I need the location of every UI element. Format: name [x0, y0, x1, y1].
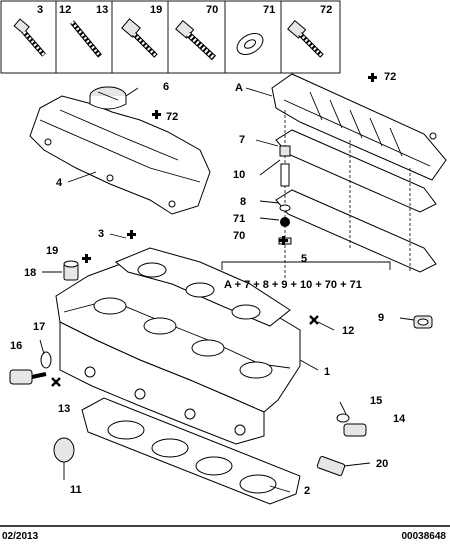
label-15: 15 — [370, 395, 382, 407]
header-label-12: 12 — [59, 4, 71, 16]
label-71: 71 — [233, 213, 245, 225]
bolt-icon-70 — [175, 19, 217, 61]
label-10: 10 — [233, 169, 245, 181]
valve-cover-4 — [29, 95, 211, 215]
plug-16 — [9, 369, 47, 385]
bolt-icon-19 — [121, 18, 158, 58]
label-7: 7 — [239, 134, 245, 146]
label-17: 17 — [33, 321, 45, 333]
plug-14 — [343, 423, 367, 437]
seal-17 — [40, 351, 52, 369]
gasket-8 — [275, 189, 437, 273]
footer-date: 02/2013 — [2, 531, 39, 542]
label-8: 8 — [240, 196, 246, 208]
header-label-3: 3 — [37, 4, 43, 16]
sensor-20 — [316, 455, 346, 477]
header-label-70: 70 — [206, 4, 218, 16]
oil-filler-cap-6 — [89, 86, 127, 110]
label-5: 5 — [301, 253, 307, 265]
plug-11 — [53, 437, 75, 463]
leader-lines — [39, 87, 415, 493]
label-20: 20 — [376, 458, 388, 470]
label-70: 70 — [233, 230, 245, 242]
stud-icon-12-13 — [70, 20, 102, 58]
head-gasket-2 — [81, 397, 301, 505]
label-formula: A + 7 + 8 + 9 + 10 + 70 + 71 — [224, 279, 362, 291]
label-4: 4 — [56, 177, 63, 189]
bolt-icon-3 — [13, 18, 46, 57]
bolt-icon-72 — [287, 19, 324, 58]
label-72-mid: 72 — [166, 111, 178, 123]
label-16: 16 — [10, 340, 22, 352]
label-13: 13 — [58, 403, 70, 415]
label-1: 1 — [324, 366, 330, 378]
seal-15 — [336, 413, 350, 423]
marker-plus-icon — [82, 73, 377, 263]
header-label-19: 19 — [150, 4, 162, 16]
washer-icon-71 — [236, 33, 264, 55]
plug-9 — [413, 315, 433, 329]
label-9: 9 — [378, 312, 384, 324]
valve-cover-A — [271, 73, 447, 181]
label-6: 6 — [163, 81, 169, 93]
label-14: 14 — [393, 413, 406, 425]
header-label-13: 13 — [96, 4, 108, 16]
marker-cross-icon — [51, 315, 319, 387]
label-72-top: 72 — [384, 71, 396, 83]
label-19: 19 — [46, 245, 58, 257]
hydraulic-tappet-18 — [63, 260, 79, 281]
label-2: 2 — [304, 485, 310, 497]
label-3: 3 — [98, 228, 104, 240]
footer-ref: 00038648 — [402, 531, 447, 542]
cylinder-head-lower — [59, 321, 265, 445]
label-11: 11 — [70, 484, 82, 496]
label-A: A — [235, 82, 243, 94]
label-12: 12 — [342, 325, 354, 337]
header-strip — [0, 0, 341, 74]
label-18: 18 — [24, 267, 36, 279]
header-label-71: 71 — [263, 4, 275, 16]
header-label-72: 72 — [320, 4, 332, 16]
